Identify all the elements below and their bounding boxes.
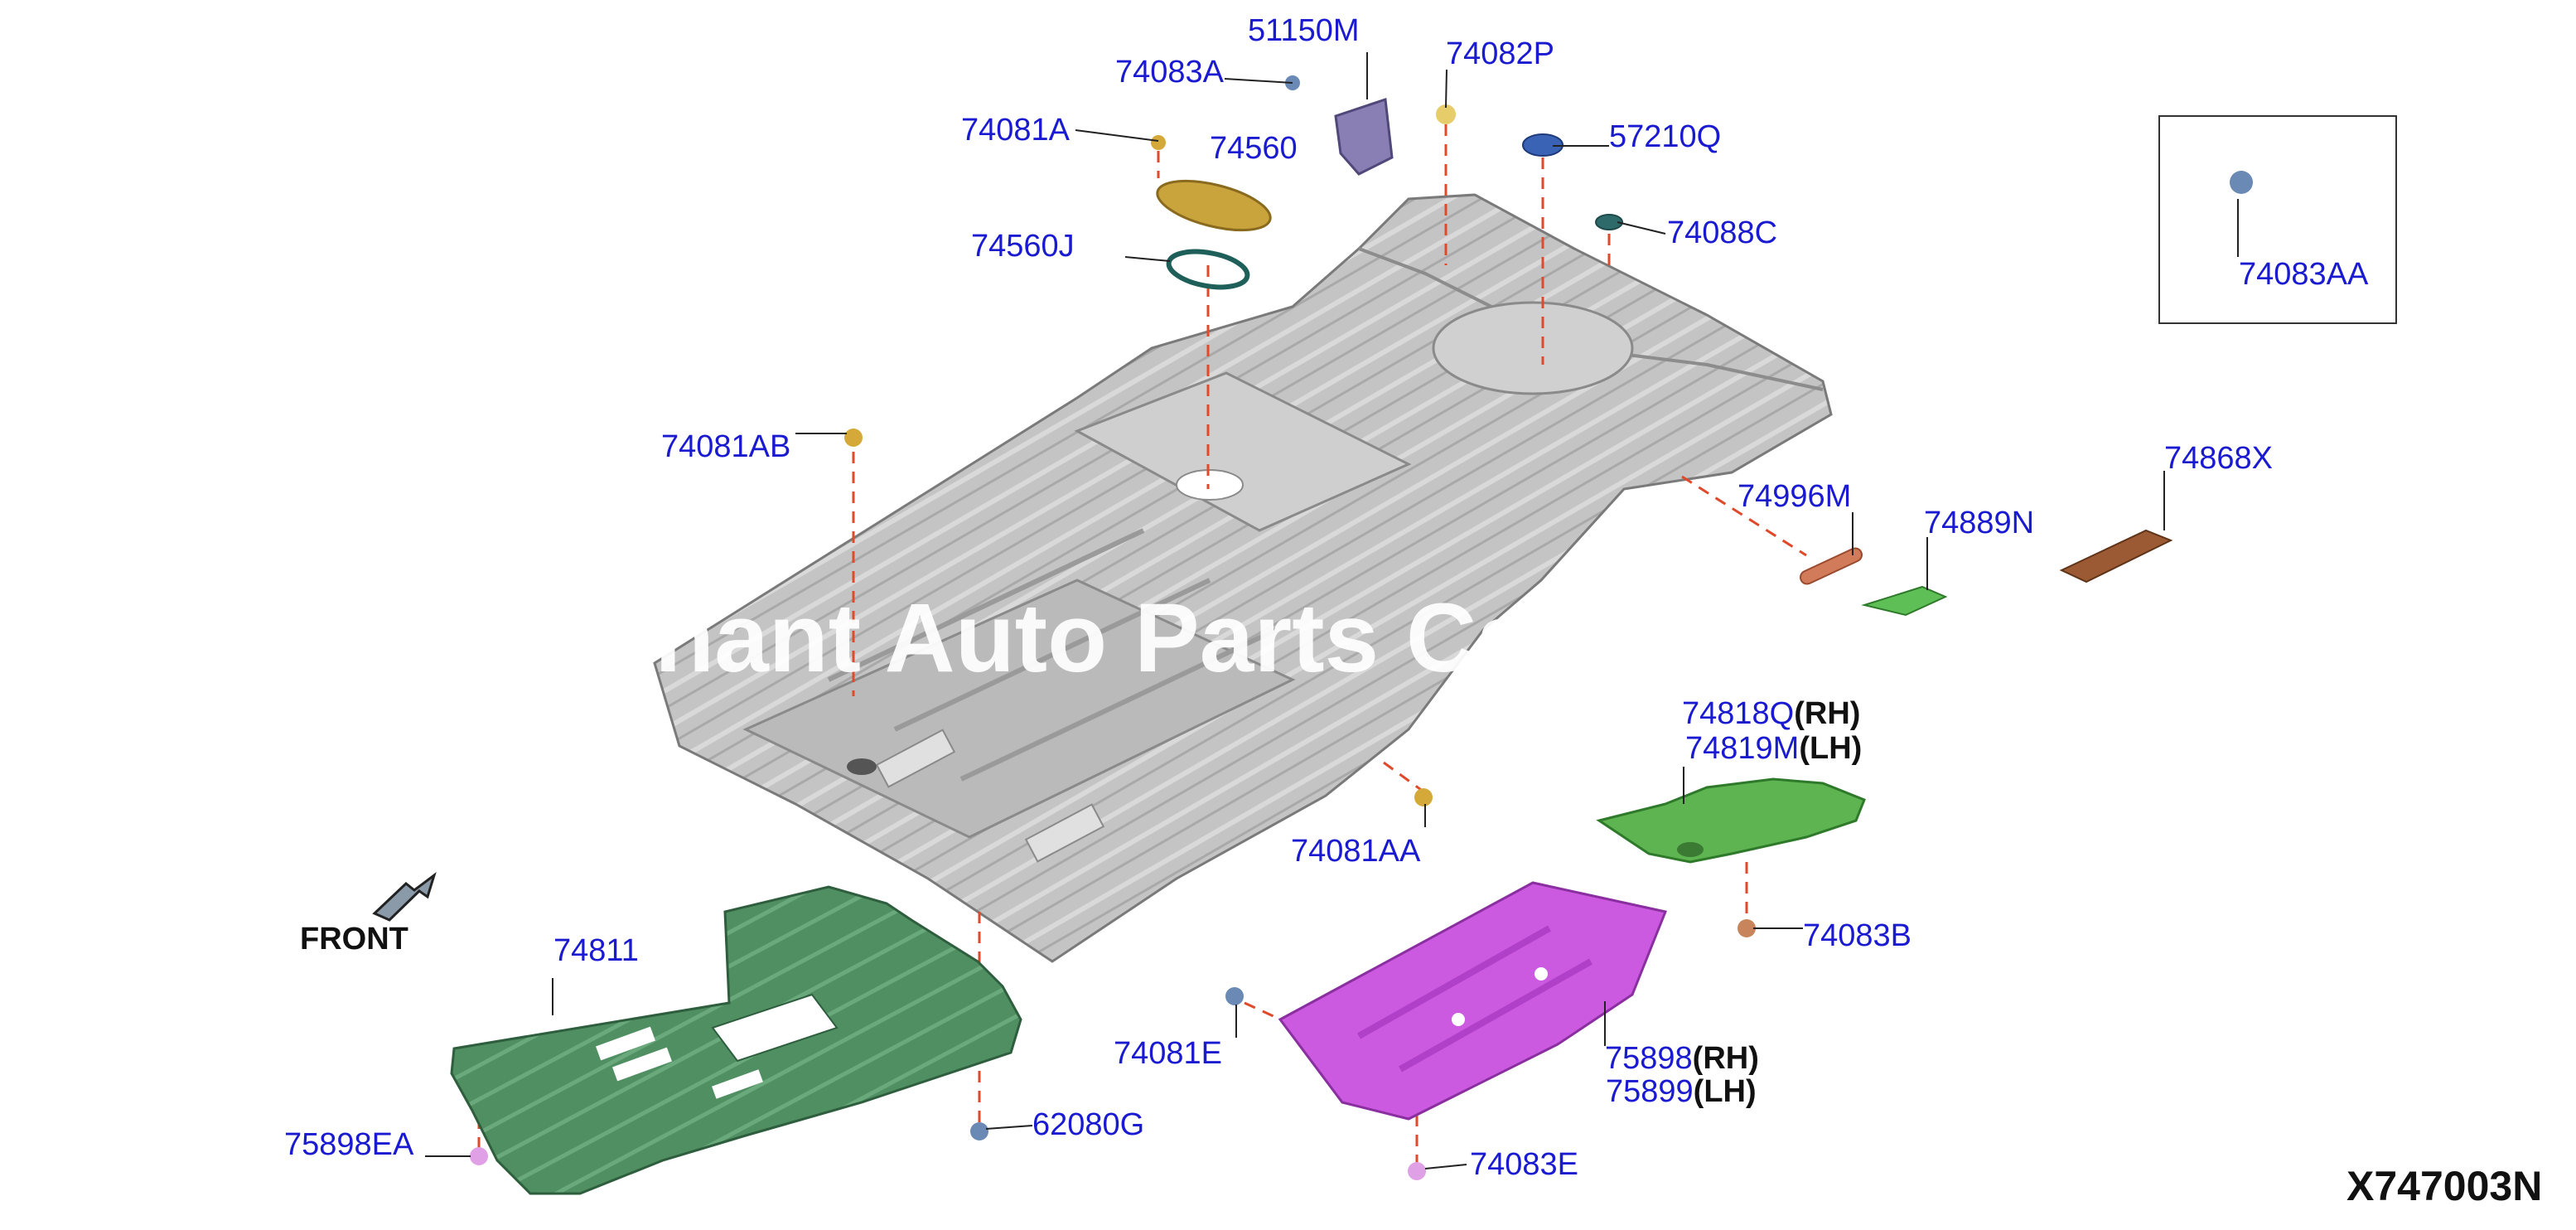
part-label-57210q[interactable]: 57210Q <box>1609 119 1722 154</box>
pad-74868x <box>2059 529 2173 584</box>
label-leaders <box>425 52 2239 1169</box>
part-74088c <box>1595 214 1623 230</box>
rear-undercover-75898 <box>1278 881 1668 1121</box>
fastener-glyphs <box>470 75 2253 1180</box>
part-label-75898ea[interactable]: 75898EA <box>284 1127 414 1162</box>
part-label-74560[interactable]: 74560 <box>1210 131 1298 166</box>
part-label-74889n[interactable]: 74889N <box>1924 506 2035 540</box>
side-rh: (RH) <box>1794 696 1861 731</box>
part-number: 74818Q <box>1682 696 1795 731</box>
part-label-75899[interactable]: 75899(LH) <box>1606 1076 1757 1107</box>
part-label-74081aa[interactable]: 74081AA <box>1291 834 1421 869</box>
part-label-74082p[interactable]: 74082P <box>1446 36 1555 71</box>
bracket-51150m <box>1334 97 1394 176</box>
part-label-74868x[interactable]: 74868X <box>2164 441 2274 476</box>
seal-74560j <box>1166 249 1250 290</box>
front-arrow-icon <box>372 872 437 922</box>
part-label-74083b[interactable]: 74083B <box>1803 918 1912 953</box>
part-label-74081a[interactable]: 74081A <box>961 113 1071 148</box>
side-rh: (RH) <box>1692 1041 1759 1076</box>
side-undercover-74818q <box>1596 777 1866 864</box>
part-74996m <box>1799 547 1863 585</box>
part-label-74811[interactable]: 74811 <box>553 933 639 968</box>
part-label-74818q[interactable]: 74818Q(RH) <box>1682 698 1860 729</box>
part-label-74996m[interactable]: 74996M <box>1737 479 1852 514</box>
part-label-74083a[interactable]: 74083A <box>1115 55 1225 90</box>
part-label-74088c[interactable]: 74088C <box>1667 215 1778 250</box>
part-number: 75898 <box>1605 1041 1693 1076</box>
part-label-75898[interactable]: 75898(RH) <box>1605 1043 1759 1074</box>
part-label-74560j[interactable]: 74560J <box>971 229 1075 264</box>
side-lh: (LH) <box>1799 731 1863 766</box>
part-label-74083e[interactable]: 74083E <box>1470 1147 1579 1182</box>
side-lh: (LH) <box>1693 1074 1757 1109</box>
plate-74560 <box>1156 179 1272 232</box>
part-label-74083aa[interactable]: 74083AA <box>2239 257 2369 292</box>
front-undercover-74811 <box>450 885 1022 1195</box>
part-label-51150m[interactable]: 51150M <box>1248 13 1360 48</box>
diagram-code: X747003N <box>2346 1163 2543 1209</box>
part-label-74819m[interactable]: 74819M(LH) <box>1685 733 1862 764</box>
part-number: 74819M <box>1685 731 1800 766</box>
front-label: FRONT <box>300 922 408 956</box>
part-label-62080g[interactable]: 62080G <box>1032 1107 1145 1142</box>
watermark: hant Auto Parts Cat <box>655 584 1541 693</box>
part-label-74081ab[interactable]: 74081AB <box>661 429 791 464</box>
inset-box <box>2158 115 2397 324</box>
floor-panel-assembly <box>653 193 1833 963</box>
patch-74889n <box>1861 585 1948 617</box>
part-number: 75899 <box>1606 1074 1694 1109</box>
part-label-74081e[interactable]: 74081E <box>1114 1036 1223 1071</box>
